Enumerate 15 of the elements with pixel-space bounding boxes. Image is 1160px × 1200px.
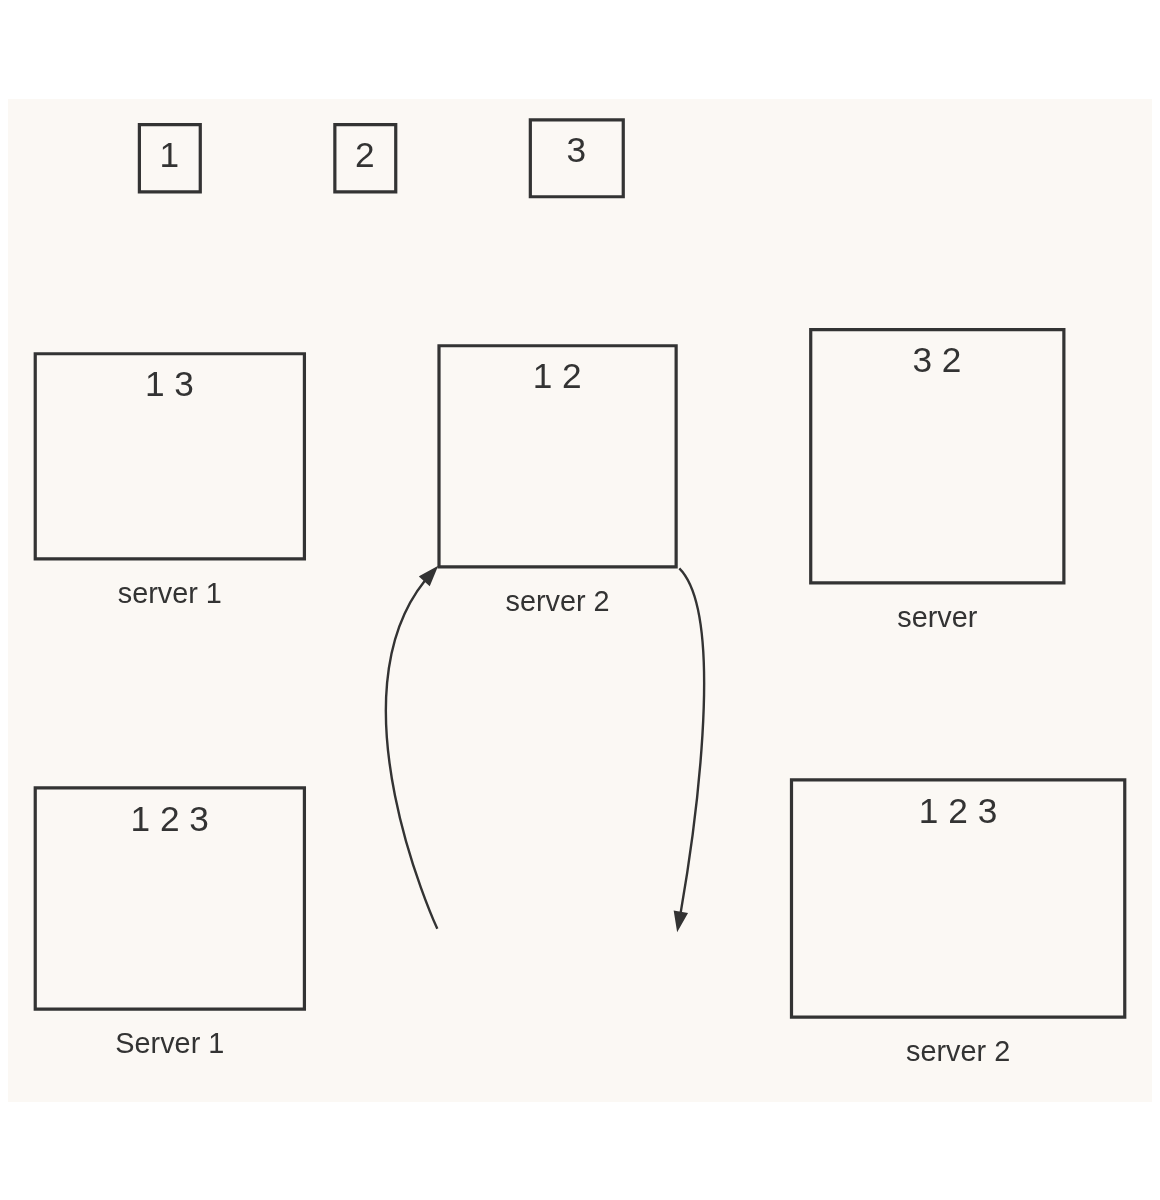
- node-label: server: [897, 600, 978, 633]
- node-box: 3: [528, 117, 625, 198]
- node-label: server 2: [906, 1034, 1011, 1067]
- arrow: [384, 565, 439, 929]
- node-label: server 1: [117, 576, 222, 609]
- node-box: 2: [333, 122, 398, 194]
- node-label: Server 1: [115, 1026, 225, 1059]
- node-box: 1 3: [33, 351, 307, 560]
- node-label: server 2: [505, 584, 610, 617]
- node-box: 1 2 3: [33, 785, 307, 1011]
- node-box: 1: [137, 122, 202, 194]
- node-box: 3 2: [809, 327, 1066, 584]
- arrow: [673, 567, 706, 932]
- node-box: 1 2 3: [789, 777, 1127, 1019]
- node-box: 1 2: [437, 343, 678, 568]
